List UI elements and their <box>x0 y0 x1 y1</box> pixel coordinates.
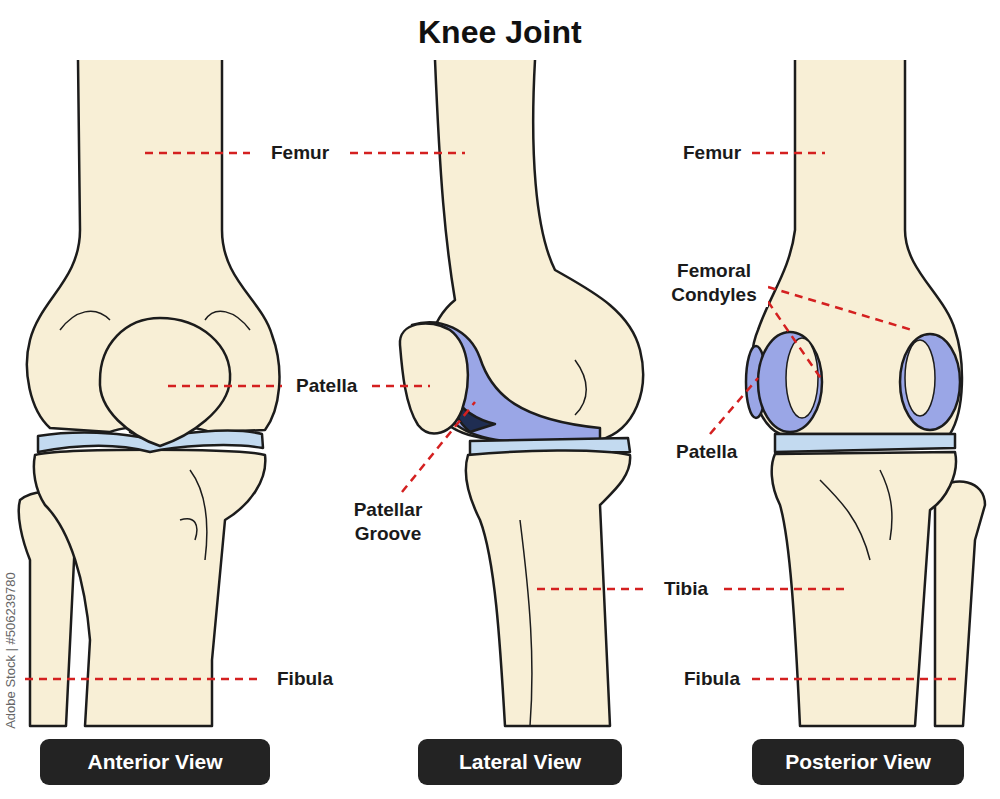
femur-bone <box>751 60 962 434</box>
leader-line <box>768 287 912 330</box>
leader-line <box>752 152 825 155</box>
condyle-cartilage <box>758 332 822 432</box>
part-label: Femoral Condyles <box>660 259 768 307</box>
leader-line <box>710 378 758 434</box>
view-name: Anterior View <box>88 750 223 774</box>
meniscus <box>775 434 955 452</box>
part-label: Tibia <box>662 577 710 601</box>
part-label: Patella <box>294 374 359 398</box>
leader-line <box>760 290 822 380</box>
leader-line <box>372 385 430 388</box>
leader-line <box>168 385 282 388</box>
bone-contour <box>60 311 250 560</box>
diagram-title: Knee Joint <box>418 14 582 51</box>
leader-line <box>25 678 262 681</box>
bone-contour <box>820 470 892 560</box>
view-name: Lateral View <box>459 750 581 774</box>
leader-line <box>752 678 960 681</box>
view-badge: Anterior View <box>40 739 270 785</box>
condyle-cartilage <box>900 334 960 430</box>
view-badge: Posterior View <box>752 739 964 785</box>
part-label: Femur <box>681 141 743 165</box>
leader-line <box>537 588 648 591</box>
fibula-bone <box>935 482 985 726</box>
leader-line <box>402 402 475 492</box>
bone-contour <box>520 360 586 726</box>
part-label: Patella <box>674 440 739 464</box>
patella-bone <box>100 318 230 446</box>
view-name: Posterior View <box>785 750 931 774</box>
leader-line <box>145 152 250 155</box>
view-badge: Lateral View <box>418 739 622 785</box>
part-label: Patellar Groove <box>338 498 438 546</box>
part-label: Femur <box>269 141 331 165</box>
condyle-inner <box>905 340 935 416</box>
part-label: Fibula <box>275 667 335 691</box>
leader-line <box>350 152 465 155</box>
patella-bone <box>400 323 468 433</box>
leader-line <box>724 588 850 591</box>
tibia-bone <box>466 450 630 726</box>
part-label: Fibula <box>682 667 742 691</box>
tibia-bone <box>34 450 265 726</box>
watermark: Adobe Stock | #506239780 <box>3 572 18 729</box>
